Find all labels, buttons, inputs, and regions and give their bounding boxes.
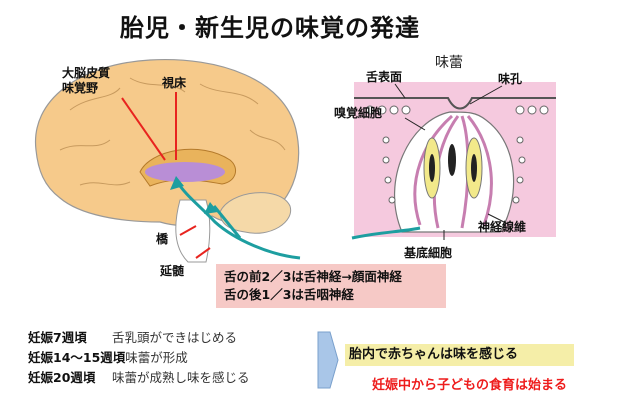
label-cortex: 大脳皮質 味覚野 (62, 66, 111, 95)
label-thalamus: 視床 (162, 76, 187, 90)
thalamus-shape (145, 162, 225, 182)
tongue-surface-line (354, 97, 556, 110)
slogan-text: 妊娠中から子どもの食育は始まる (372, 378, 568, 393)
nerve-info-box: 舌の前2／3は舌神経→顔面神経 舌の後1／3は舌咽神経 (216, 264, 446, 308)
stage-week: 妊娠20週頃 (28, 370, 96, 385)
nerve-fiber (351, 226, 421, 240)
label-taste-bud-title: 味蕾 (435, 55, 463, 71)
nuclei (429, 144, 477, 182)
brain-gyri (59, 77, 286, 186)
label-olfactory-cell: 嗅覚細胞 (334, 106, 383, 120)
label-medulla: 延髄 (160, 264, 185, 278)
stage-item: 妊娠20週頃 味蕾が成熟し味を感じる (28, 368, 250, 388)
label-basal-cell: 基底細胞 (404, 246, 453, 260)
label-pointers (121, 92, 211, 259)
pathway-arrowheads (170, 176, 218, 214)
label-tongue-surface: 舌表面 (366, 70, 403, 84)
development-stages: 妊娠7週頃 舌乳頭ができはじめる 妊娠14〜15週頃味蕾が形成 妊娠20週頃 味蕾が… (28, 328, 250, 388)
label-taste-pore: 味孔 (498, 72, 523, 86)
page-title: 胎児・新生児の味覚の発達 (120, 14, 420, 42)
label-pons: 橋 (156, 232, 169, 246)
stage-item: 妊娠14〜15週頃味蕾が形成 (28, 348, 250, 368)
epithelial-cells (365, 105, 549, 204)
stage-week: 妊娠14〜15週頃 (28, 350, 126, 365)
taste-bud-pointers (394, 83, 509, 240)
conclusion-box: 胎内で赤ちゃんは味を感じる (345, 344, 574, 366)
taste-pathway (174, 179, 301, 260)
nerve-info-line: 舌の前2／3は舌神経→顔面神経 (224, 269, 402, 284)
stage-item: 妊娠7週頃 舌乳頭ができはじめる (28, 328, 250, 348)
stage-desc: 味蕾が形成 (125, 350, 188, 365)
cerebellum-shape (219, 192, 292, 234)
stage-desc: 舌乳頭ができはじめる (112, 330, 238, 345)
result-arrow-icon (317, 331, 339, 389)
nerve-info-line: 舌の後1／3は舌咽神経 (224, 287, 354, 302)
stage-desc: 味蕾が成熟し味を感じる (112, 370, 250, 385)
stage-week: 妊娠7週頃 (28, 330, 87, 345)
label-nerve-fiber: 神経線維 (478, 220, 527, 234)
